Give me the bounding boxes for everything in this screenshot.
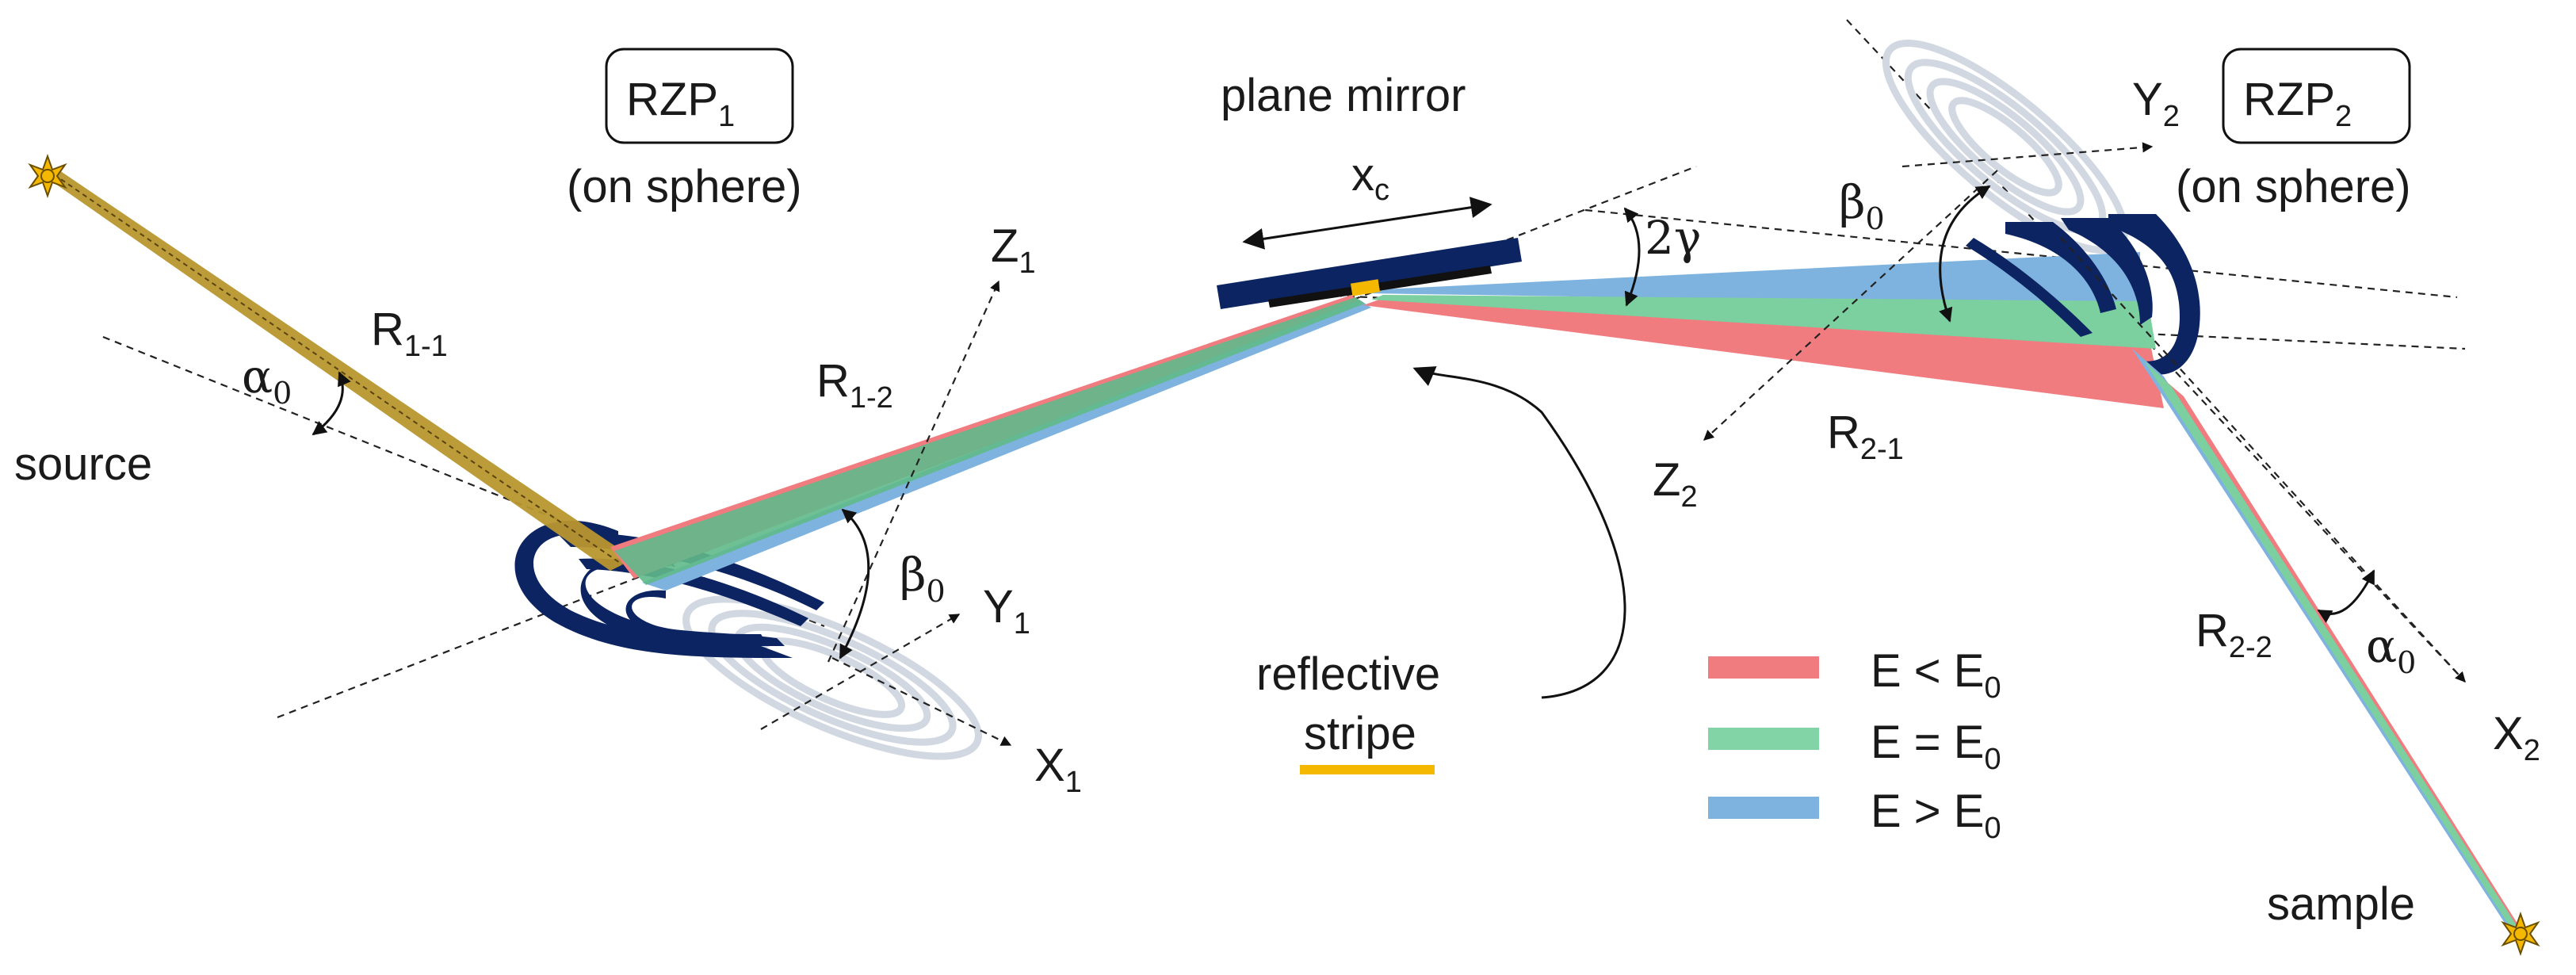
legend: E < E0 E = E0 E > E0 xyxy=(1708,645,2001,845)
legend-label-equal: E = E xyxy=(1871,717,1984,768)
z1-label: Z xyxy=(991,220,1019,272)
rzp2-note: (on sphere) xyxy=(2176,161,2411,212)
svg-text:R1-2: R1-2 xyxy=(816,355,893,415)
alpha0-right-label: α xyxy=(2366,619,2397,673)
alpha0-left-subscript: 0 xyxy=(273,376,292,411)
rzp2-box xyxy=(2222,48,2411,144)
beams-rzp2-to-sample xyxy=(2132,349,2519,929)
reflective-stripe-on-mirror xyxy=(1350,279,1381,296)
svg-text:R1-1: R1-1 xyxy=(371,304,448,363)
svg-text:RZP1: RZP1 xyxy=(626,74,735,133)
r21-subscript: 2-1 xyxy=(1860,433,1904,466)
alpha0-right-subscript: 0 xyxy=(2397,645,2416,680)
rzp2-zone-plate xyxy=(1966,214,2200,375)
legend-label-less: E < E xyxy=(1871,645,1984,697)
rzp1-note: (on sphere) xyxy=(567,161,802,212)
angle-arcs xyxy=(311,185,2375,699)
svg-text:α0: α0 xyxy=(242,350,292,411)
xc-label: x xyxy=(1351,149,1374,201)
svg-text:R2-2: R2-2 xyxy=(2196,605,2272,664)
rzp1-ghost-rings xyxy=(682,595,982,760)
beta0-left-subscript: 0 xyxy=(927,574,946,609)
y1-label: Y xyxy=(983,581,1014,633)
svg-text:Y1: Y1 xyxy=(983,581,1030,640)
two-gamma-label: 2γ xyxy=(1645,211,1702,265)
reflective-label: reflective xyxy=(1256,648,1440,700)
alpha0-left-label: α xyxy=(242,350,273,403)
r12-subscript: 1-2 xyxy=(850,381,893,415)
svg-text:R2-1: R2-1 xyxy=(1827,407,1904,466)
plane-mirror-label: plane mirror xyxy=(1221,70,1466,121)
svg-text:E > E0: E > E0 xyxy=(1871,786,2001,845)
svg-text:α0: α0 xyxy=(2366,619,2416,680)
beta0-left-label: β xyxy=(900,548,927,602)
y2-subscript: 2 xyxy=(2163,100,2180,133)
legend-swatch-green xyxy=(1708,728,1819,750)
y2-label: Y xyxy=(2132,74,2163,125)
svg-text:β0: β0 xyxy=(900,548,946,609)
sun-icon xyxy=(28,153,67,199)
rzp1-label: RZP xyxy=(626,74,718,125)
svg-text:Z2: Z2 xyxy=(1653,454,1698,514)
x2-label: X xyxy=(2493,708,2524,759)
legend-swatch-red xyxy=(1708,656,1819,679)
beta0-right-label: β xyxy=(1839,175,1866,229)
legend-sub-greater: 0 xyxy=(1984,812,2001,845)
svg-text:RZP2: RZP2 xyxy=(2243,74,2352,133)
svg-text:X1: X1 xyxy=(1034,740,1082,799)
r22-subscript: 2-2 xyxy=(2229,631,2272,664)
r11-label: R xyxy=(371,304,404,355)
svg-text:E < E0: E < E0 xyxy=(1871,645,2001,705)
rzp1-box xyxy=(605,48,794,144)
sun-icon xyxy=(2501,911,2540,957)
r12-label: R xyxy=(816,355,850,407)
svg-text:β0: β0 xyxy=(1839,175,1885,236)
legend-sub-equal: 0 xyxy=(1984,743,2001,776)
legend-label-greater: E > E xyxy=(1871,786,1984,837)
z1-subscript: 1 xyxy=(1019,247,1035,280)
rzp2-label: RZP xyxy=(2243,74,2335,125)
incident-beam xyxy=(48,170,634,571)
x2-subscript: 2 xyxy=(2524,734,2540,767)
x1-subscript: 1 xyxy=(1065,766,1082,799)
stripe-underline xyxy=(1300,765,1435,774)
svg-text:Y2: Y2 xyxy=(2132,74,2180,133)
svg-text:xc: xc xyxy=(1351,149,1389,207)
beams-rzp1-to-mirror xyxy=(610,295,1371,591)
r21-label: R xyxy=(1827,407,1860,458)
plane-mirror xyxy=(1217,238,1522,309)
legend-swatch-blue xyxy=(1708,797,1819,819)
z2-label: Z xyxy=(1653,454,1680,506)
r22-label: R xyxy=(2196,605,2229,656)
source-label: source xyxy=(14,438,152,490)
z2-subscript: 2 xyxy=(1680,480,1697,514)
stripe-label: stripe xyxy=(1304,708,1416,759)
x1-label: X xyxy=(1034,740,1065,791)
sample-label: sample xyxy=(2267,878,2415,930)
beta0-right-subscript: 0 xyxy=(1866,201,1885,236)
y1-subscript: 1 xyxy=(1014,607,1030,640)
svg-text:E = E0: E = E0 xyxy=(1871,717,2001,776)
rzp1-subscript: 1 xyxy=(718,100,735,133)
xc-subscript: c xyxy=(1374,174,1389,207)
r11-subscript: 1-1 xyxy=(404,330,448,363)
svg-text:Z1: Z1 xyxy=(991,220,1036,280)
legend-sub-less: 0 xyxy=(1984,671,2001,705)
rzp2-subscript: 2 xyxy=(2335,100,2352,133)
svg-text:X2: X2 xyxy=(2493,708,2540,767)
